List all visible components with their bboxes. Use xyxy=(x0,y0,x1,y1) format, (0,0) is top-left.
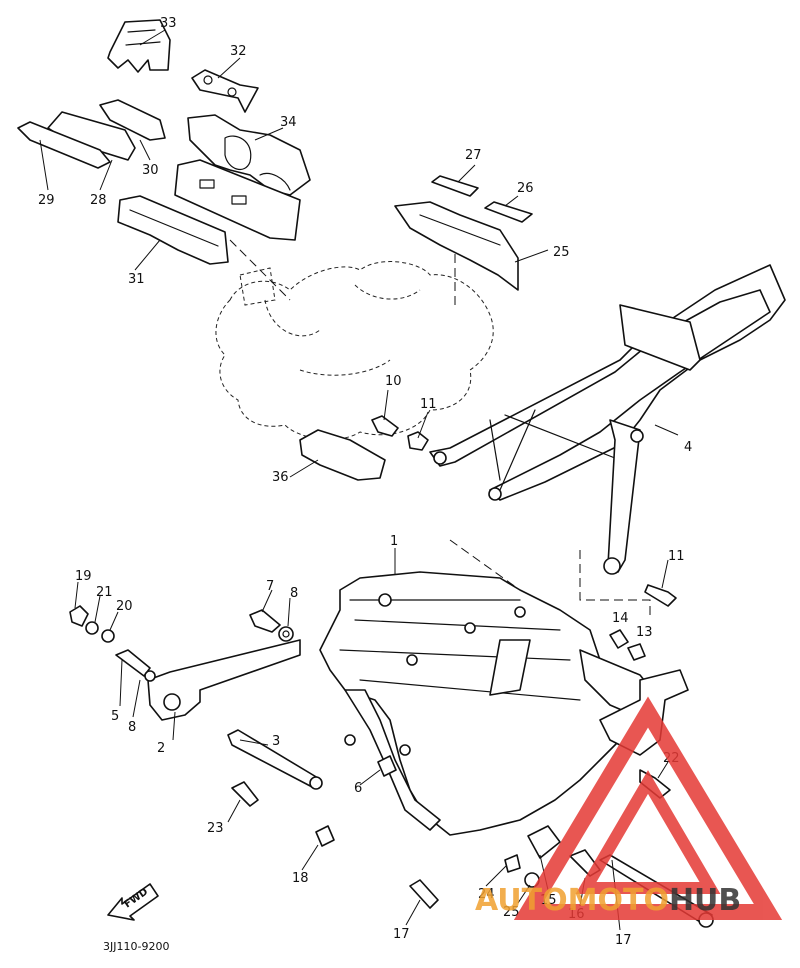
watermark-hub: HUB xyxy=(668,883,742,918)
part-1-main-frame xyxy=(319,571,661,836)
part-19-nut xyxy=(69,605,89,627)
watermark-inner-triangle-icon xyxy=(575,770,721,894)
part-26-tray xyxy=(394,201,519,291)
part-32-plate-upper xyxy=(174,159,301,241)
callout-18: 18 xyxy=(292,871,309,886)
callout-29: 28 xyxy=(90,193,107,208)
part-14-collar xyxy=(527,825,561,859)
part-36-guard xyxy=(299,429,386,481)
fwd-arrow: FWD xyxy=(107,883,159,921)
callout-35: 34 xyxy=(280,115,297,130)
callout-1: 1 xyxy=(390,534,398,549)
callout-11: 11 xyxy=(668,549,685,564)
callout-5: 5 xyxy=(111,709,119,724)
callout-27: 26 xyxy=(517,181,534,196)
callout-8-upper: 8 xyxy=(290,586,298,601)
part-34-cover xyxy=(107,19,171,73)
part-23-bolt xyxy=(231,781,259,807)
callout-33: 32 xyxy=(230,44,247,59)
part-27-pad xyxy=(484,201,533,223)
part-4-rear-frame xyxy=(429,264,786,575)
callout-34: 33 xyxy=(160,16,177,31)
callout-9: 10 xyxy=(385,374,402,389)
callout-28: 27 xyxy=(465,148,482,163)
watermark-triangle-icon xyxy=(513,696,783,920)
part-24-nut xyxy=(504,854,521,873)
frame-guide-line xyxy=(449,539,521,591)
part-28-pad xyxy=(431,175,479,197)
part-9-bolt xyxy=(371,415,399,437)
callout-10: 11 xyxy=(420,397,437,412)
part-12-nut xyxy=(627,643,646,661)
watermark-auto: AUTO xyxy=(475,883,568,918)
part-7-bolt xyxy=(249,609,281,633)
callout-13: 14 xyxy=(612,611,629,626)
part-4-guide-line xyxy=(579,550,651,620)
callout-20: 20 xyxy=(116,599,133,614)
callout-16: 17 xyxy=(615,933,632,948)
callout-32: 31 xyxy=(128,272,145,287)
callout-25: 25 xyxy=(503,905,520,920)
part-3-rod xyxy=(227,729,323,790)
part-31-bracket xyxy=(99,99,166,141)
callout-2: 2 xyxy=(157,741,165,756)
part-17-bolt xyxy=(409,879,439,909)
part-30-rod xyxy=(17,121,111,169)
watermark-moto: MOTO xyxy=(567,883,669,918)
part-10-nut xyxy=(407,431,429,451)
part-8-washer-upper xyxy=(278,626,294,642)
callout-26: 25 xyxy=(553,245,570,260)
callout-21: 21 xyxy=(96,585,113,600)
part-21-washer xyxy=(85,621,99,635)
callout-7: 7 xyxy=(266,579,274,594)
callout-labels: 33 32 34 30 28 29 31 27 26 25 10 11 36 1… xyxy=(38,16,692,948)
part-33-bracket xyxy=(191,69,259,113)
callout-19: 19 xyxy=(75,569,92,584)
part-2-bracket xyxy=(147,639,301,721)
automotohub-watermark-logo xyxy=(513,696,783,920)
part-13-nut xyxy=(609,629,629,649)
callout-31: 30 xyxy=(142,163,159,178)
callout-12: 13 xyxy=(636,625,653,640)
part-20-washer xyxy=(101,629,115,643)
callout-24: 24 xyxy=(478,887,495,902)
callout-4: 4 xyxy=(684,440,692,455)
part-code: 3JJ110-9200 xyxy=(103,940,169,953)
watermark-text: AUTOMOTOHUB xyxy=(475,884,741,918)
part-5-bolt xyxy=(115,649,151,677)
part-6-nut xyxy=(377,755,397,777)
engine-ghost-outline xyxy=(215,239,494,440)
callout-6: 6 xyxy=(354,781,362,796)
callout-3: 3 xyxy=(272,734,280,749)
part-8-washer-lower xyxy=(144,670,156,682)
callout-23: 23 xyxy=(207,821,224,836)
part-18-nut xyxy=(315,825,335,847)
callout-8-lower: 8 xyxy=(128,720,136,735)
callout-36: 36 xyxy=(272,470,289,485)
callout-30: 29 xyxy=(38,193,55,208)
part-11-bolt xyxy=(644,584,677,607)
callout-17: 17 xyxy=(393,927,410,942)
part-32-plate-lower xyxy=(117,195,229,265)
